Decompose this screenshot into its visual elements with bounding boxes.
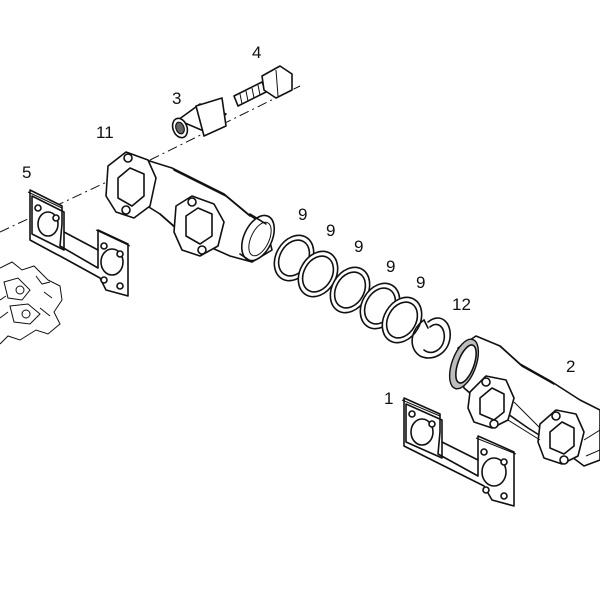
callout-5: 5	[22, 163, 32, 182]
sleeve-part-3	[171, 97, 227, 139]
callout-1: 1	[384, 389, 394, 408]
gasket-lower	[401, 397, 517, 507]
sealing-rings	[273, 234, 423, 344]
callout-11: 11	[96, 123, 114, 142]
snap-ring-part-12	[411, 317, 451, 359]
callout-4: 4	[252, 43, 262, 62]
callout-9-1: 9	[298, 205, 308, 224]
manifold-front	[105, 151, 276, 263]
callout-9-5: 9	[416, 273, 426, 292]
callout-2: 2	[566, 357, 576, 376]
callout-9-2: 9	[326, 221, 336, 240]
callout-9-3: 9	[354, 237, 364, 256]
callout-9-4: 9	[386, 257, 396, 276]
bolt-part-4	[233, 65, 293, 107]
callout-12: 12	[452, 295, 471, 314]
gasket-upper	[27, 189, 131, 297]
callout-3: 3	[172, 89, 182, 108]
engine-block-fragment	[0, 261, 63, 345]
manifold-rear	[448, 335, 600, 467]
